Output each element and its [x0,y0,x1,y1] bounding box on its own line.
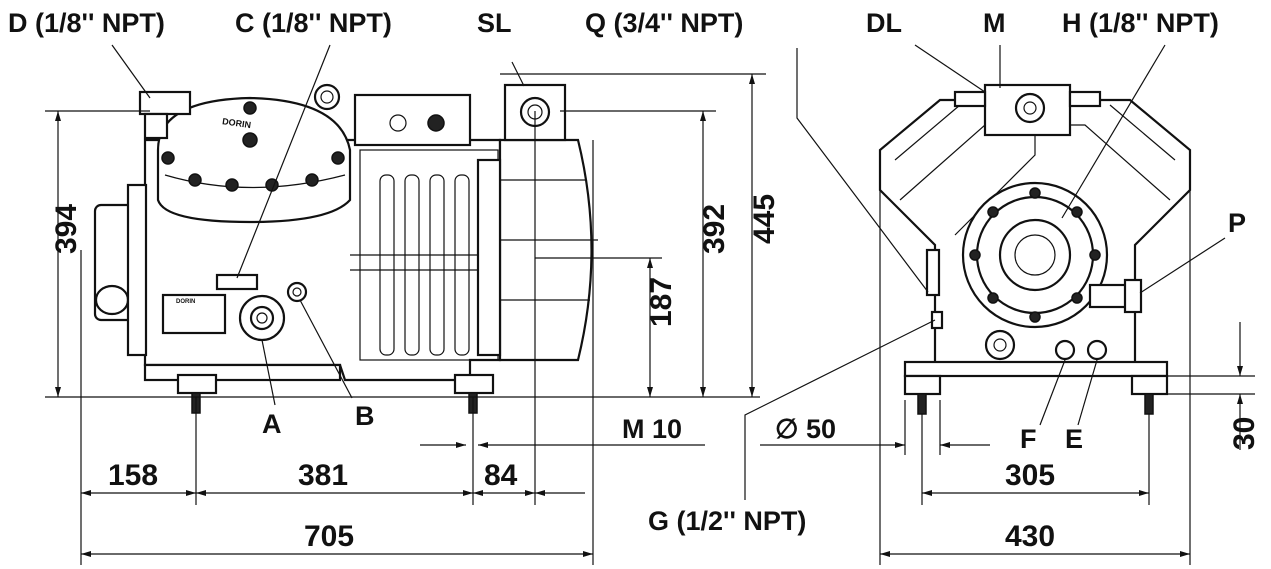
lifting-eye [313,83,341,111]
label-c: C (1/8'' NPT) [235,8,392,38]
nameplate [161,293,227,335]
dim-84: 84 [484,459,518,492]
dim-187: 187 [645,277,678,327]
dim-705: 705 [304,520,354,553]
label-g: G (1/2'' NPT) [648,506,806,536]
dim-158: 158 [108,459,158,492]
dimension-lines [45,73,1255,565]
terminal-box [353,93,472,147]
front-view [878,83,1192,415]
foot-right [453,373,495,395]
label-m: M [983,8,1006,38]
dim-30: 30 [1228,417,1261,450]
label-e: E [1065,424,1083,454]
base-plate [143,363,342,382]
suction-end-cover [498,138,593,362]
motor-fins [350,149,500,361]
oil-drain [984,329,1016,361]
cylinder-head [156,96,352,224]
label-m10: M 10 [622,414,682,444]
front-base [903,360,1169,378]
dim-394: 394 [50,204,83,254]
label-a: A [262,409,282,439]
label-dl: DL [866,8,902,38]
label-diameter: ∅ 50 [775,414,836,444]
label-sl: SL [477,8,512,38]
dim-445: 445 [748,194,781,244]
label-f: F [1020,424,1037,454]
plug-c [215,273,259,291]
dim-392: 392 [698,204,731,254]
plug-f [1054,339,1076,361]
text-labels: D (1/8'' NPT) C (1/8'' NPT) SL Q (3/4'' … [8,8,1261,553]
label-p: P [1228,208,1246,238]
side-view: DORIN [93,83,598,414]
plug-e [1086,339,1108,361]
leader-lines [111,44,1226,500]
label-h: H (1/8'' NPT) [1062,8,1219,38]
dim-305: 305 [1005,459,1055,492]
flange-bolts [969,187,1101,323]
foot-left [176,373,218,395]
label-d: D (1/8'' NPT) [8,8,165,38]
dim-430: 430 [1005,520,1055,553]
dim-381: 381 [298,459,348,492]
brand-logo: DORIN [222,116,252,130]
label-b: B [355,401,375,431]
label-q: Q (3/4'' NPT) [585,8,743,38]
plug-b [286,281,308,303]
svg-text:DORIN: DORIN [176,299,195,305]
